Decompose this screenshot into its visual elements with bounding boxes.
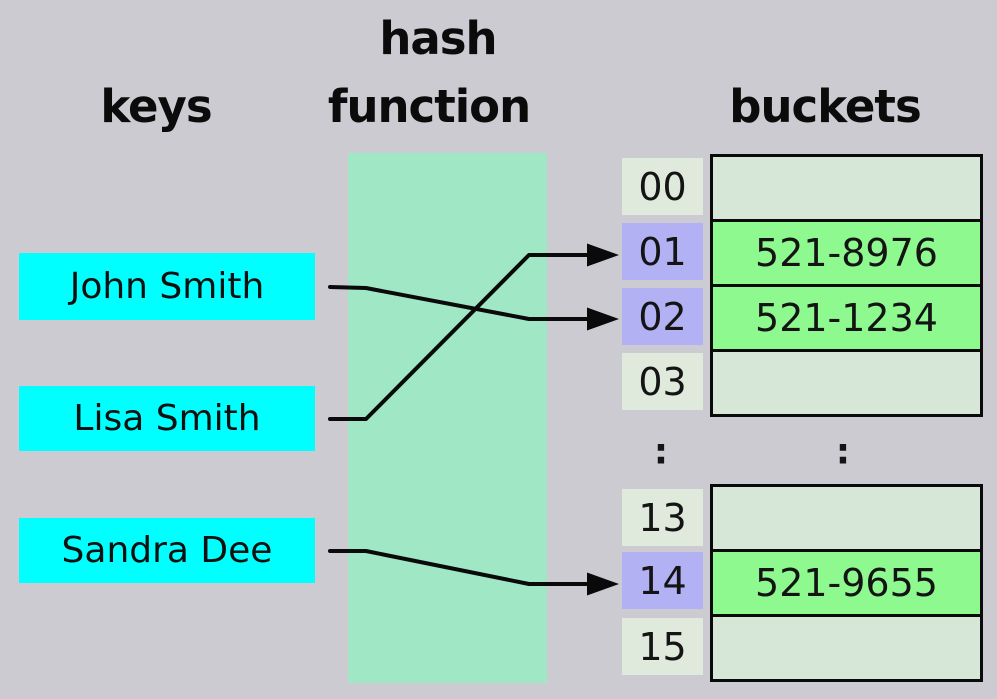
key-box-sandra-dee: Sandra Dee <box>19 518 315 583</box>
index-cell-13: 13 <box>622 489 703 546</box>
key-box-lisa-smith: Lisa Smith <box>19 386 315 451</box>
bucket-value: 521-9655 <box>755 561 938 605</box>
index-label: 13 <box>638 495 687 540</box>
index-label: 14 <box>638 558 687 603</box>
index-label: 15 <box>638 624 687 669</box>
key-box-john-smith: John Smith <box>19 253 315 320</box>
index-cell-01: 01 <box>622 223 703 280</box>
arrow-line-john-to-02 <box>328 285 594 321</box>
hash-function-title-line1: hash <box>379 12 497 65</box>
arrow-line-sandra-to-14 <box>328 549 594 586</box>
hash-function-title-line2: function <box>327 80 531 133</box>
bucket-row-00 <box>713 157 980 219</box>
hash-function-band <box>348 153 547 683</box>
key-label: John Smith <box>69 266 265 307</box>
index-cell-03: 03 <box>622 353 703 410</box>
bucket-row-03 <box>713 352 980 414</box>
bucket-value: 521-8976 <box>755 231 938 275</box>
bucket-row-02: 521-1234 <box>713 287 980 349</box>
bucket-row-13 <box>713 487 980 549</box>
bucket-table-bottom: 521-9655 <box>710 484 983 682</box>
arrowhead-to-14 <box>587 572 619 596</box>
index-cell-02: 02 <box>622 288 703 345</box>
key-label: Sandra Dee <box>61 530 273 571</box>
arrowhead-to-02 <box>587 307 619 331</box>
index-label: 01 <box>638 229 687 274</box>
index-cell-00: 00 <box>622 158 703 215</box>
key-label: Lisa Smith <box>73 398 261 439</box>
buckets-column-title: buckets <box>729 80 921 133</box>
index-label: 03 <box>638 359 687 404</box>
bucket-row-15 <box>713 617 980 679</box>
bucket-ellipsis: : <box>835 431 851 473</box>
index-label: 02 <box>638 294 687 339</box>
bucket-row-14: 521-9655 <box>713 552 980 614</box>
index-cell-14: 14 <box>622 552 703 609</box>
index-cell-15: 15 <box>622 618 703 675</box>
arrowhead-to-01 <box>587 243 619 267</box>
bucket-value: 521-1234 <box>755 296 938 340</box>
arrow-line-lisa-to-01 <box>328 253 594 421</box>
keys-column-title: keys <box>100 80 212 133</box>
bucket-row-01: 521-8976 <box>713 222 980 284</box>
bucket-table-top: 521-8976 521-1234 <box>710 154 983 417</box>
index-ellipsis: : <box>653 431 669 473</box>
index-label: 00 <box>638 164 687 209</box>
